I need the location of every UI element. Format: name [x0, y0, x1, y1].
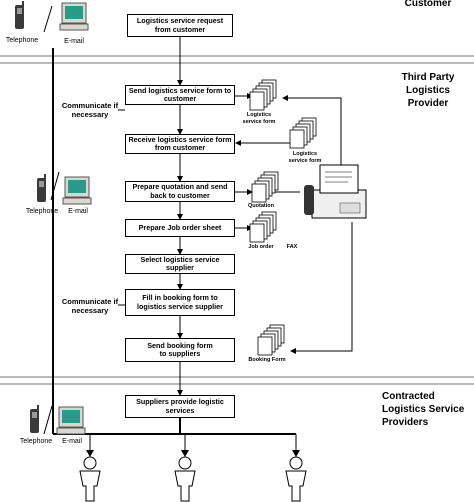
- telephone-label: Telephone: [19, 438, 53, 445]
- document-label-fax: FAX: [286, 244, 298, 250]
- process-step-select-supplier: Select logistics service supplier: [125, 254, 235, 274]
- email-label: E-mail: [62, 438, 82, 445]
- document-stack-icon: [249, 79, 277, 111]
- process-step-job-order: Prepare Job order sheet: [125, 219, 235, 237]
- zone-title-third-party: Third Party Logistics Provider: [401, 72, 455, 109]
- process-step-prepare-quotation: Prepare quotation and send back to custo…: [125, 181, 235, 202]
- supplier-person-icon: [174, 456, 196, 502]
- supplier-person-icon: [285, 456, 307, 502]
- email-computer-icon: [59, 2, 89, 31]
- process-step-receive-form: Receive logistics service form from cust…: [125, 134, 235, 154]
- telephone-icon: [30, 405, 39, 433]
- telephone-icon: [15, 1, 24, 29]
- communicate-arrows: [118, 109, 125, 306]
- channel-slashes: [43, 5, 60, 435]
- zone-title-contracted: Contracted Logistics Service Providers: [382, 391, 465, 428]
- email-computer-icon: [56, 406, 86, 435]
- email-label: E-mail: [68, 208, 88, 215]
- telephone-label: Telephone: [5, 37, 39, 44]
- fax-machine-icon: [304, 164, 367, 219]
- process-step-suppliers-provide: Suppliers provide logistic services: [125, 395, 235, 418]
- document-label-booking-form: Booking Form: [248, 357, 286, 363]
- document-label-service-form: Logistics service form: [242, 112, 276, 125]
- document-label-quotation: Quotation: [248, 203, 274, 209]
- zone-divider-bottom: [0, 376, 474, 385]
- zone-divider-top: [0, 55, 474, 64]
- document-label-service-form: Logistics service form: [288, 151, 322, 164]
- process-step-send-form: Send logistics service form to customer: [125, 85, 235, 105]
- telephone-label: Telephone: [25, 208, 59, 215]
- email-label: E-mail: [64, 38, 84, 45]
- zone-title-customer: Customer: [404, 0, 452, 9]
- supplier-person-icon: [79, 456, 101, 502]
- supplier-distribution: [53, 418, 297, 454]
- document-stack-icon: [289, 117, 317, 149]
- process-step-service-request: Logistics service request from customer: [127, 14, 233, 37]
- communicate-note: Communicate if necessary: [61, 101, 119, 119]
- document-label-job-order: Job order: [248, 244, 274, 250]
- document-stack-icon: [257, 324, 285, 356]
- document-stack-icon: [251, 171, 279, 203]
- communicate-note: Communicate if necessary: [61, 297, 119, 315]
- telephone-icon: [37, 174, 46, 202]
- email-computer-icon: [62, 176, 92, 205]
- process-step-send-booking: Send booking form to suppliers: [125, 338, 235, 362]
- document-stack-icon: [249, 211, 277, 243]
- process-step-booking-form: Fill in booking form to logistics servic…: [125, 289, 235, 316]
- document-arrows: [233, 93, 253, 231]
- fax-connections: [235, 95, 353, 354]
